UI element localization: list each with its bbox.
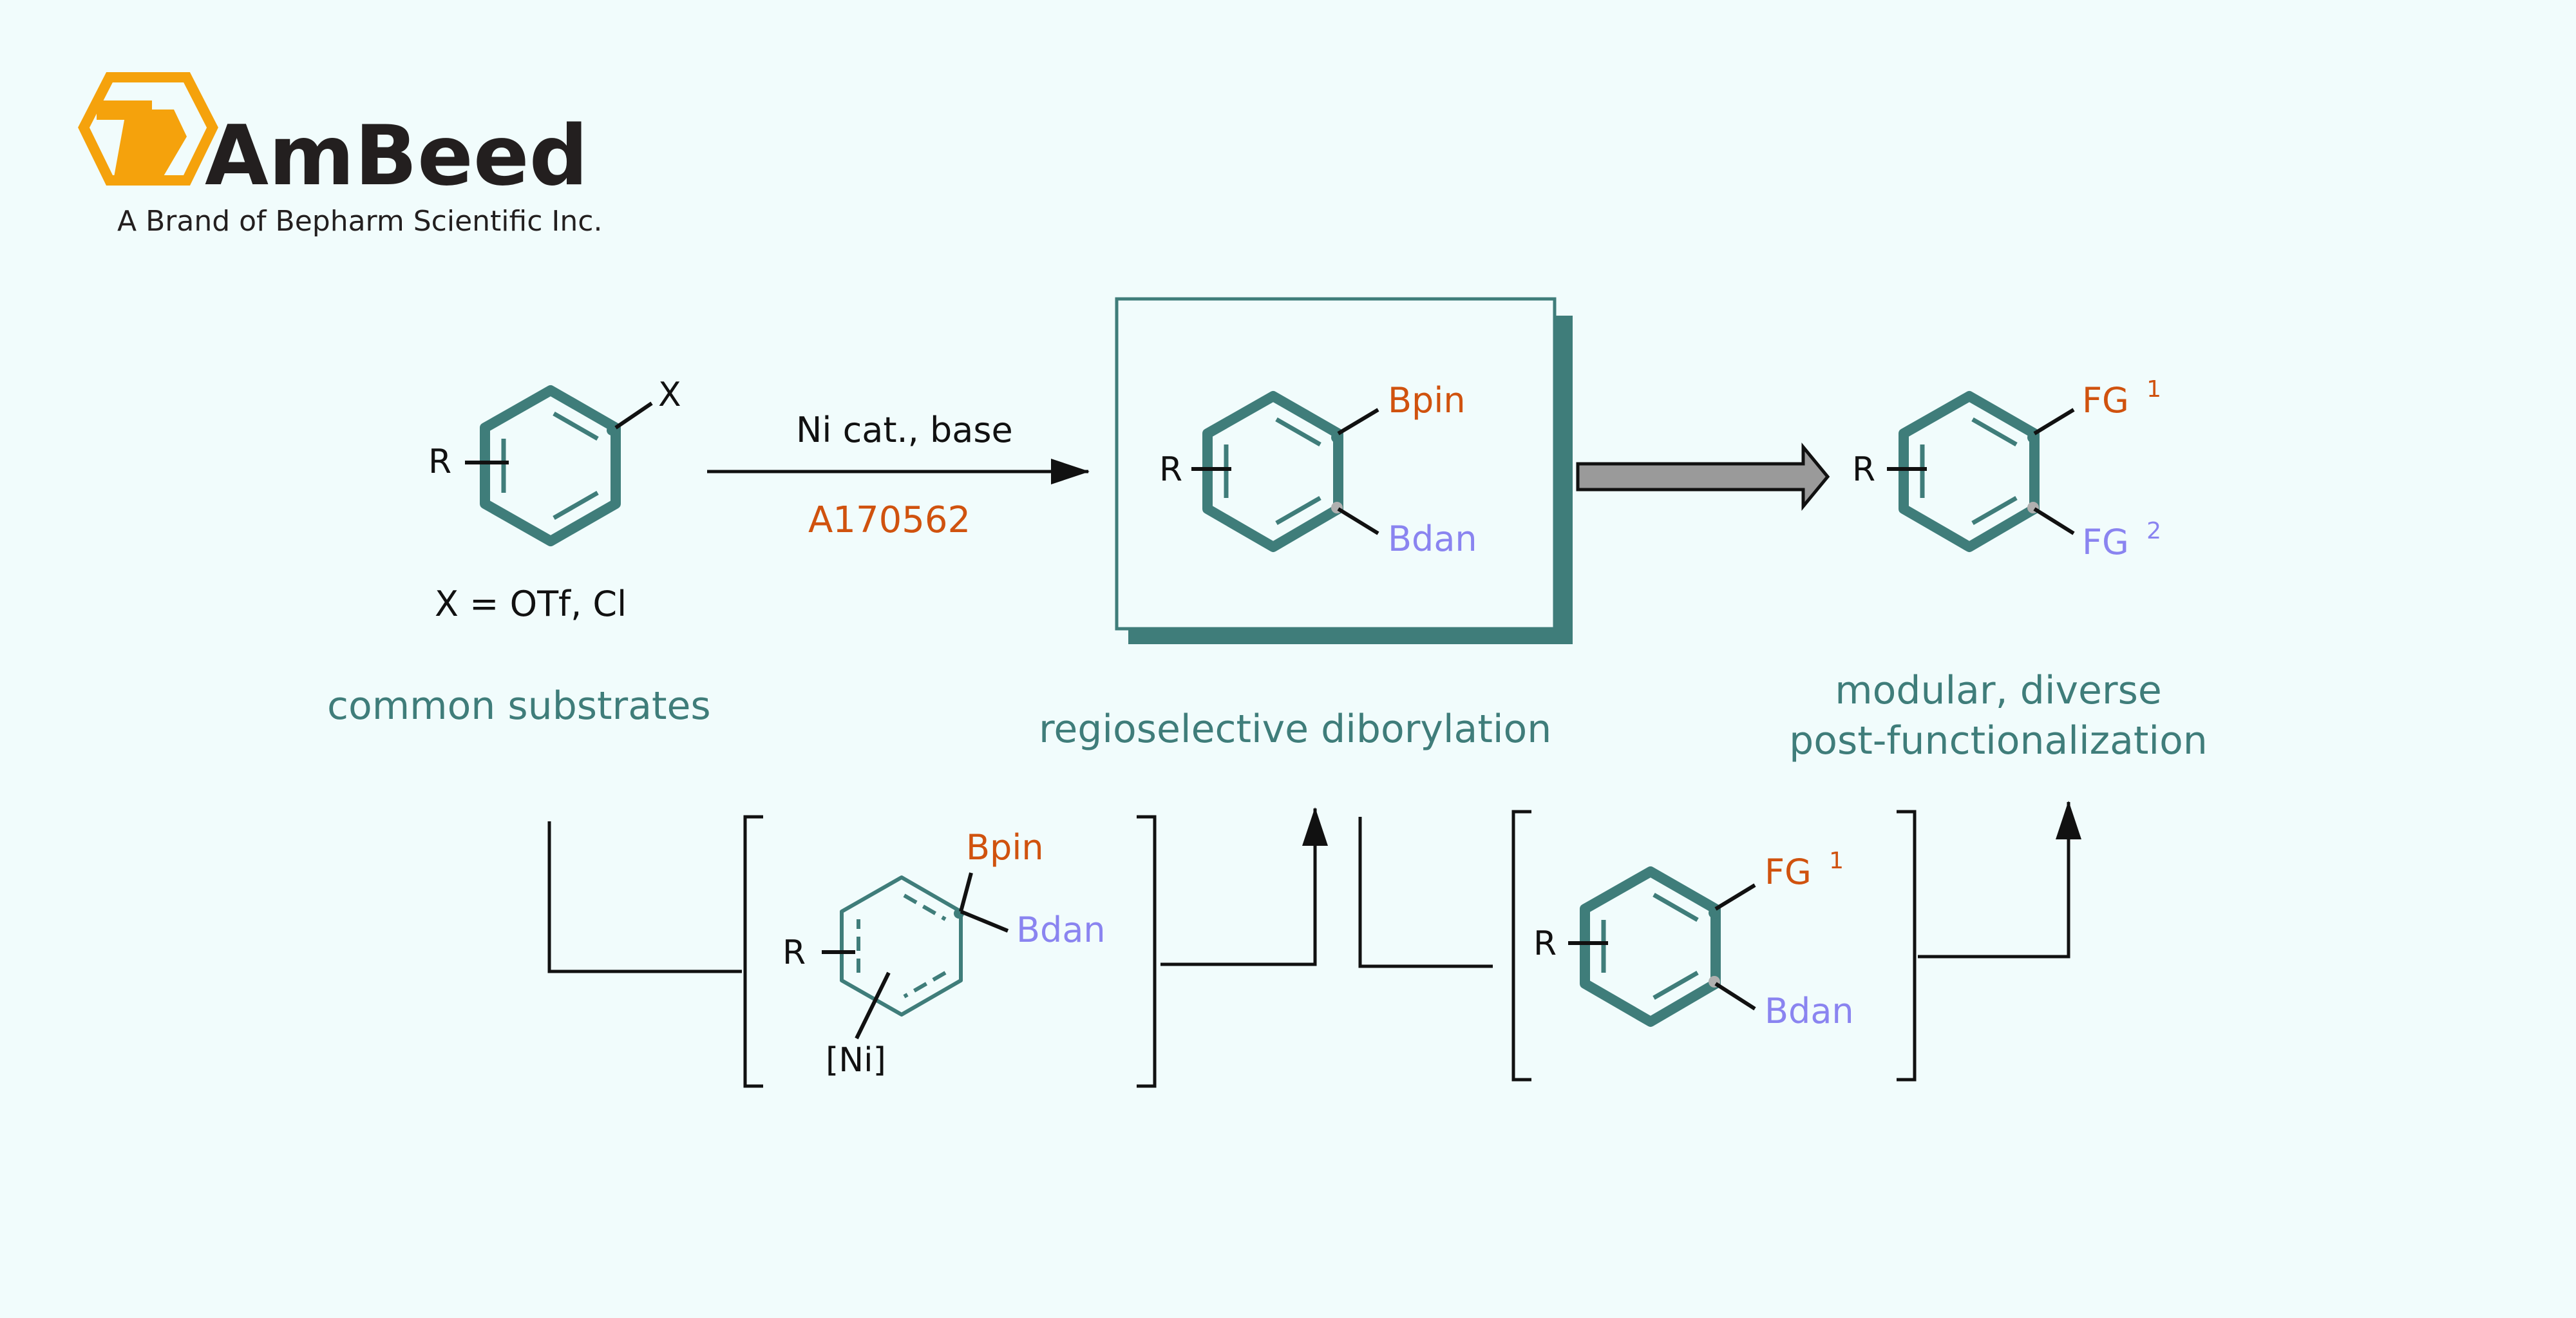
product-caption: regioselective diborylation <box>1039 707 1551 752</box>
intermediate2-brackets <box>1511 810 1917 1082</box>
ambeed-logo: AmBeed A Brand of Bepharm Scientific Inc… <box>78 72 602 238</box>
aromatic-bond <box>553 490 599 521</box>
intermediate1-brackets <box>743 815 1157 1088</box>
leaving-group-definition: X = OTf, Cl <box>435 584 627 624</box>
product-box <box>1115 297 1573 644</box>
substrate-caption: common substrates <box>327 683 711 729</box>
mechanism-connector-left <box>547 821 742 973</box>
product-r-label: R <box>1159 450 1182 489</box>
product-code: A170562 <box>808 499 971 541</box>
intermediate1-bpin-label: Bpin <box>966 827 1044 868</box>
substrate-molecule: R X <box>428 376 681 546</box>
intermediate2-fg1-label: FG <box>1765 852 1812 892</box>
intermediate2-fg1-superscript: 1 <box>1829 848 1844 874</box>
final-fg1-superscript: 1 <box>2146 376 2161 403</box>
svg-text:FG 1: FG 1 <box>1765 848 1844 892</box>
final-fg2-label: FG <box>2082 522 2129 562</box>
aromatic-bond <box>553 411 599 441</box>
intermediate2-bdan-label: Bdan <box>1765 991 1854 1031</box>
product-molecule: R Bpin Bdan <box>1159 380 1477 559</box>
final-caption-line2: post-functionalization <box>1789 718 2208 763</box>
reaction-conditions: Ni cat., base <box>796 410 1013 450</box>
final-fg2-superscript: 2 <box>2146 518 2161 544</box>
mechanism-connector-middle <box>1358 817 1493 968</box>
functionalization-arrow <box>1576 443 1830 511</box>
mechanism-connector-to-final <box>1918 801 2081 959</box>
final-caption-line1: modular, diverse <box>1835 668 2162 713</box>
product-bpin-label: Bpin <box>1388 380 1466 421</box>
final-molecule: R FG 1 FG 2 <box>1852 376 2161 562</box>
final-fg1-label: FG <box>2082 380 2129 421</box>
mechanism-connector-to-product <box>1160 807 1328 966</box>
svg-text:FG 1: FG 1 <box>2082 376 2161 421</box>
substrate-x-label: X <box>658 376 681 414</box>
svg-text:FG 2: FG 2 <box>2082 518 2161 562</box>
substrate-r-label: R <box>428 443 451 481</box>
intermediate1-bdan-label: Bdan <box>1016 910 1106 950</box>
intermediate1-metal-label: [Ni] <box>826 1041 886 1080</box>
brand-tagline: A Brand of Bepharm Scientific Inc. <box>117 205 602 238</box>
intermediate1-molecule: R Bpin Bdan [Ni] <box>782 827 1106 1080</box>
logo-hexagon-icon <box>78 72 218 186</box>
intermediate2-molecule: R FG 1 Bdan <box>1533 848 1854 1031</box>
intermediate1-r-label: R <box>782 933 806 972</box>
final-r-label: R <box>1852 450 1875 489</box>
product-bdan-label: Bdan <box>1388 519 1477 559</box>
intermediate2-r-label: R <box>1533 924 1557 963</box>
logo-wordmark: AmBeed <box>205 108 588 204</box>
